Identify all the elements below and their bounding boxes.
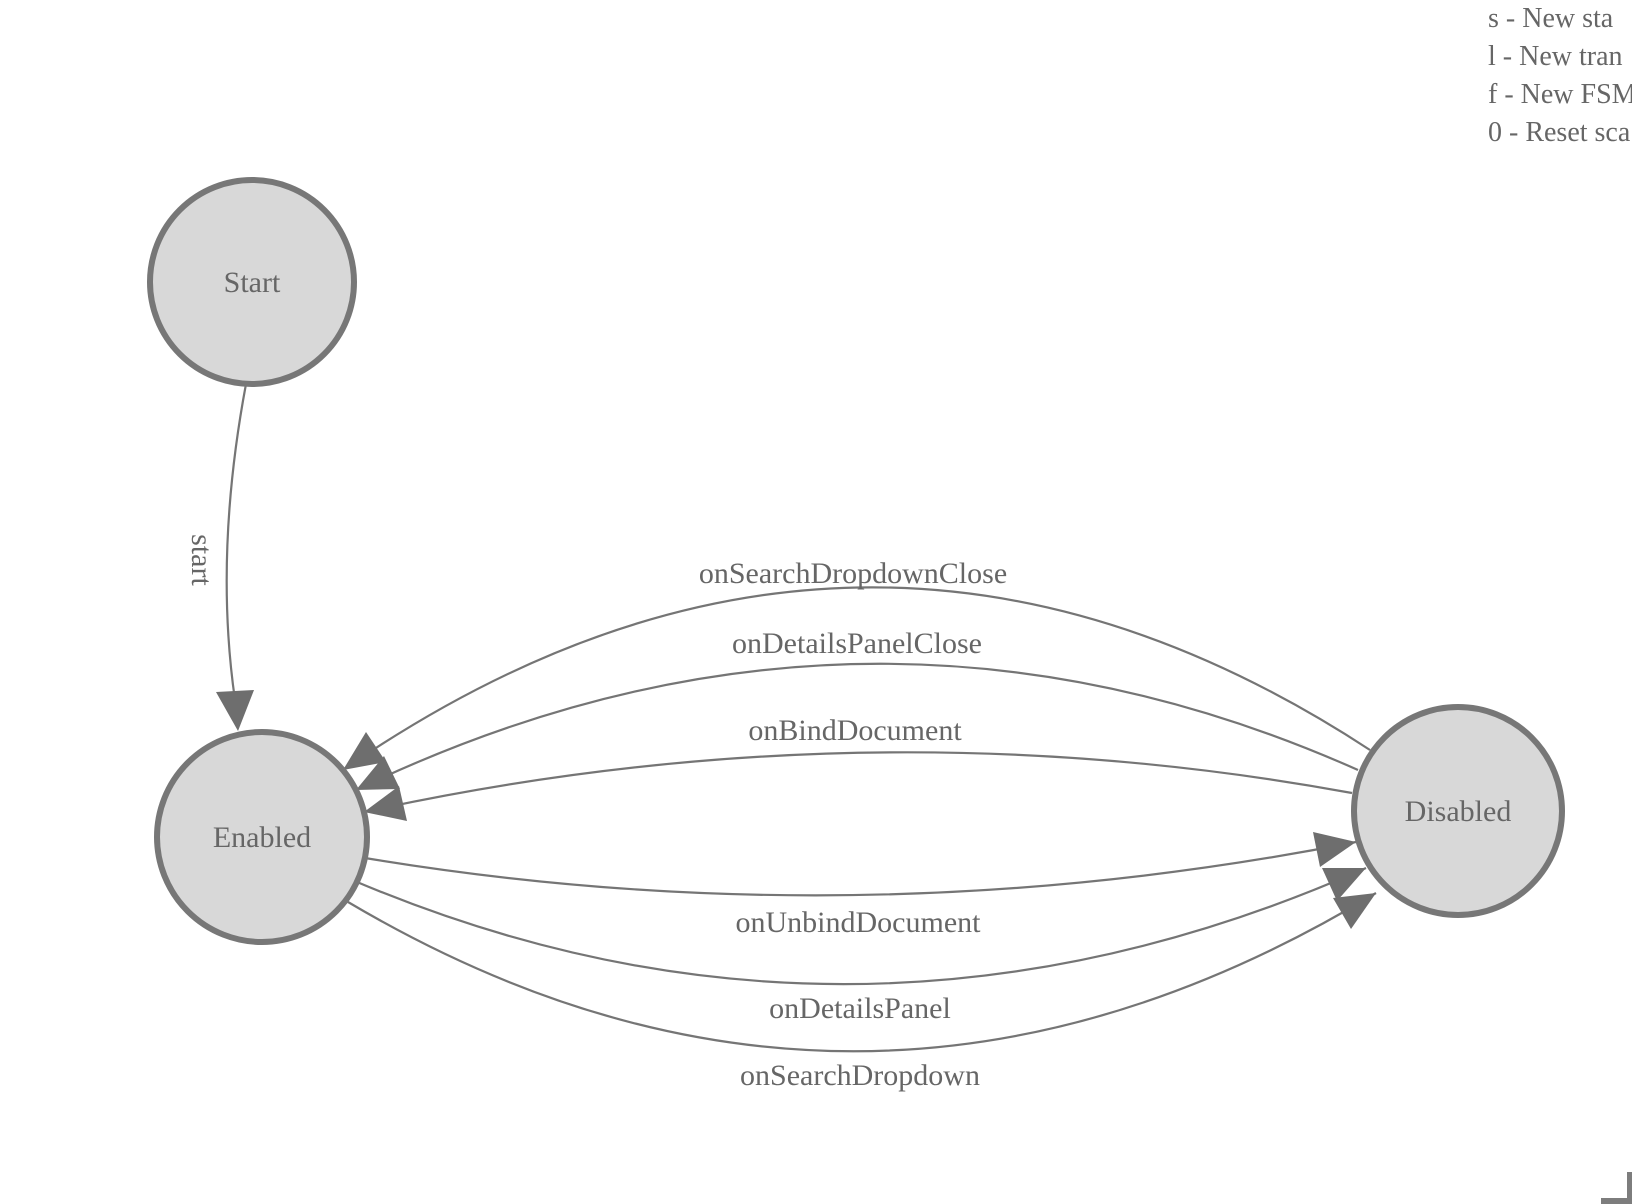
edge-onBindDocument[interactable] bbox=[363, 751, 1353, 814]
edge-onSearchDropdownClose[interactable] bbox=[342, 586, 1371, 771]
legend-line-new-fsm: f - New FSM bbox=[1488, 79, 1632, 110]
arrowhead-onBindDocument-icon bbox=[364, 786, 407, 821]
arrowhead-onDetailsPanel-icon bbox=[1322, 868, 1366, 901]
state-label-disabled: Disabled bbox=[1405, 795, 1512, 828]
state-label-enabled: Enabled bbox=[213, 821, 311, 854]
edge-label-onSearchDropdown: onSearchDropdown bbox=[740, 1059, 980, 1092]
shortcut-legend: s - New sta l - New tran f - New FSM 0 -… bbox=[1488, 0, 1632, 152]
edge-label-onSearchDropdownClose: onSearchDropdownClose bbox=[699, 557, 1007, 590]
arrowhead-start-icon bbox=[216, 690, 254, 731]
edge-label-start: start bbox=[185, 534, 218, 586]
arrowhead-onDetailsPanelClose-icon bbox=[356, 756, 400, 790]
state-node-disabled[interactable] bbox=[1351, 704, 1565, 918]
edge-onDetailsPanel[interactable] bbox=[356, 866, 1367, 986]
arrowhead-onSearchDropdownClose-icon bbox=[343, 732, 386, 770]
canvas-corner-decoration bbox=[1601, 1172, 1632, 1204]
edge-label-onBindDocument: onBindDocument bbox=[748, 714, 962, 747]
edge-label-onUnbindDocument: onUnbindDocument bbox=[736, 906, 982, 939]
state-label-start: Start bbox=[224, 266, 281, 299]
legend-line-new-transition: l - New tran bbox=[1488, 41, 1623, 72]
state-node-start[interactable] bbox=[147, 177, 357, 387]
edge-label-onDetailsPanel: onDetailsPanel bbox=[769, 992, 951, 1025]
edge-start[interactable] bbox=[225, 383, 248, 701]
state-node-enabled[interactable] bbox=[154, 729, 370, 945]
edge-onUnbindDocument[interactable] bbox=[364, 840, 1357, 897]
arrowhead-onUnbindDocument-icon bbox=[1313, 832, 1356, 867]
edge-label-onDetailsPanelClose: onDetailsPanelClose bbox=[732, 627, 982, 660]
legend-line-reset-scale: 0 - Reset sca bbox=[1488, 117, 1631, 148]
edge-onSearchDropdown[interactable] bbox=[347, 892, 1377, 1053]
edge-onDetailsPanelClose[interactable] bbox=[355, 662, 1359, 791]
arrowhead-onSearchDropdown-icon bbox=[1333, 893, 1376, 929]
legend-line-new-state: s - New sta bbox=[1488, 3, 1614, 34]
